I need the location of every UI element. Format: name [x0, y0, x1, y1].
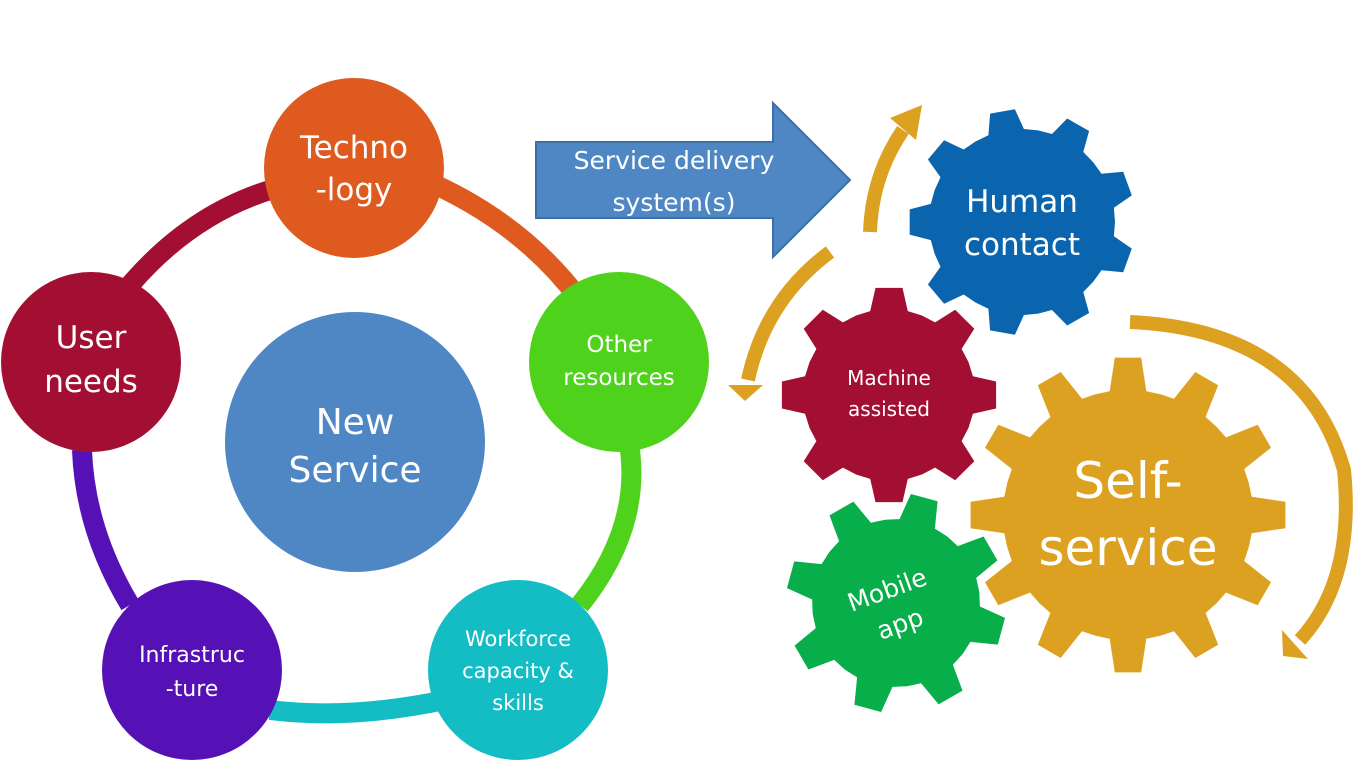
cycle-arrowhead-left: [728, 385, 763, 401]
node-workforce-line2: capacity &: [462, 659, 574, 683]
gear-self-service: Self- service: [970, 357, 1286, 673]
node-workforce-line1: Workforce: [465, 627, 571, 651]
gear-machine-line1: Machine: [847, 366, 931, 390]
gear-human-contact: Human contact: [909, 109, 1132, 335]
node-infrastructure-line1: Infrastruc: [139, 643, 245, 668]
node-other-line2: resources: [563, 365, 674, 391]
node-infrastructure-line2: -ture: [166, 677, 219, 702]
node-other-resources: Other resources: [529, 272, 709, 452]
node-user-line1: User: [56, 320, 127, 356]
cycle-arrow-top: [863, 126, 909, 233]
ring-segment-user-technology: [122, 180, 274, 292]
gear-self-line2: service: [1038, 519, 1217, 577]
node-other-line1: Other: [586, 332, 652, 358]
gear-machine-line2: assisted: [848, 397, 930, 421]
center-line1: New: [316, 402, 395, 443]
ring-segment-infrastructure-user: [72, 449, 139, 611]
node-technology-line2: -logy: [316, 172, 393, 208]
node-user-line2: needs: [44, 364, 138, 400]
arrow-line2: system(s): [613, 188, 736, 217]
ring-segment-technology-other: [416, 168, 588, 307]
cycle-arrowhead-right: [1282, 630, 1308, 659]
ring-segment-other-workforce: [572, 448, 642, 612]
node-infrastructure: Infrastruc -ture: [102, 580, 282, 760]
center-line2: Service: [288, 450, 421, 491]
cycle-arrowhead-top: [890, 105, 922, 140]
gear-human-line1: Human: [966, 184, 1078, 220]
node-technology-line1: Techno: [299, 130, 408, 166]
center-node: New Service: [225, 312, 485, 572]
node-workforce-line3: skills: [492, 691, 544, 715]
service-delivery-arrow: Service delivery system(s): [535, 100, 852, 260]
ring: [72, 168, 642, 724]
cycle-arrows: [728, 105, 1353, 659]
gear-self-line1: Self-: [1073, 452, 1182, 510]
gear-human-line2: contact: [964, 227, 1080, 263]
ring-segment-workforce-infrastructure: [268, 690, 448, 724]
node-technology: Techno -logy: [264, 78, 444, 258]
cycle-arrow-right: [1129, 315, 1353, 645]
gear-mobile-app: Mobile app: [787, 494, 1005, 712]
arrow-line1: Service delivery: [574, 146, 775, 175]
gear-machine-assisted: Machine assisted: [781, 287, 997, 503]
node-user-needs: User needs: [1, 272, 181, 452]
node-workforce: Workforce capacity & skills: [428, 580, 608, 760]
cycle-arrow-left: [741, 246, 835, 382]
